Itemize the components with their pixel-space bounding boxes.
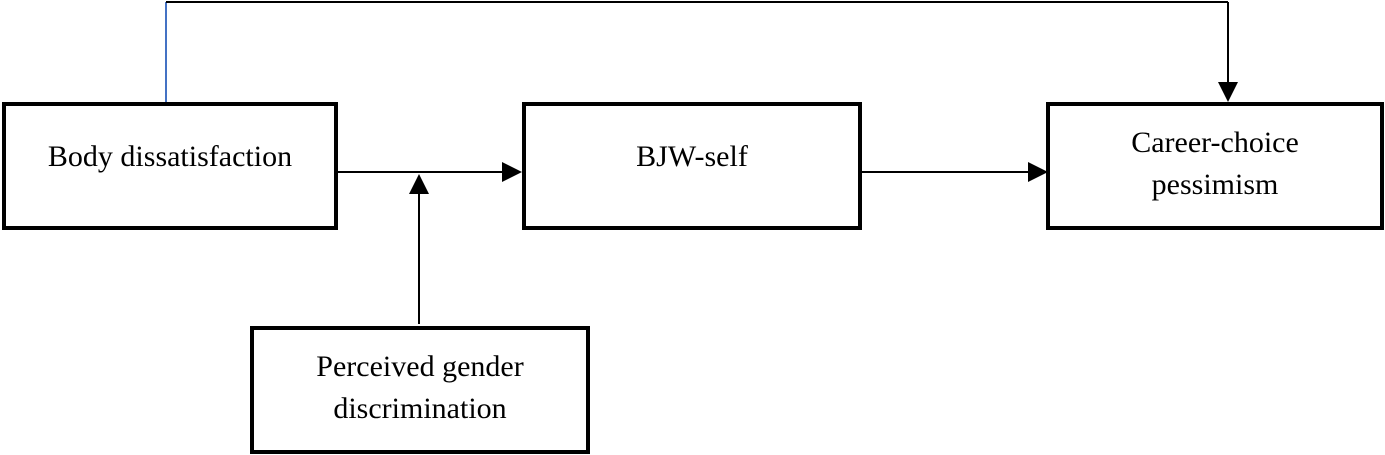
edge-body-to-career-top <box>165 1 1238 102</box>
node-bjw-self-label: BJW-self <box>636 140 748 173</box>
node-career-choice-pessimism-label-line1: Career-choice <box>1131 126 1299 159</box>
edge-bjw-to-career <box>862 162 1048 182</box>
node-body-dissatisfaction: Body dissatisfaction <box>2 102 338 230</box>
node-body-dissatisfaction-label: Body dissatisfaction <box>47 140 293 173</box>
node-perceived-gender-discrimination: Perceived gender discrimination <box>250 326 590 454</box>
edge-moderator-to-path <box>409 174 429 324</box>
node-career-choice-pessimism-label-line2: pessimism <box>1151 168 1279 201</box>
edge-body-to-bjw <box>338 162 522 182</box>
node-perceived-gender-discrimination-label-line1: Perceived gender <box>316 350 524 383</box>
node-perceived-gender-discrimination-label-line2: discrimination <box>333 392 507 425</box>
node-career-choice-pessimism: Career-choice pessimism <box>1046 102 1384 230</box>
node-bjw-self: BJW-self <box>522 102 862 230</box>
